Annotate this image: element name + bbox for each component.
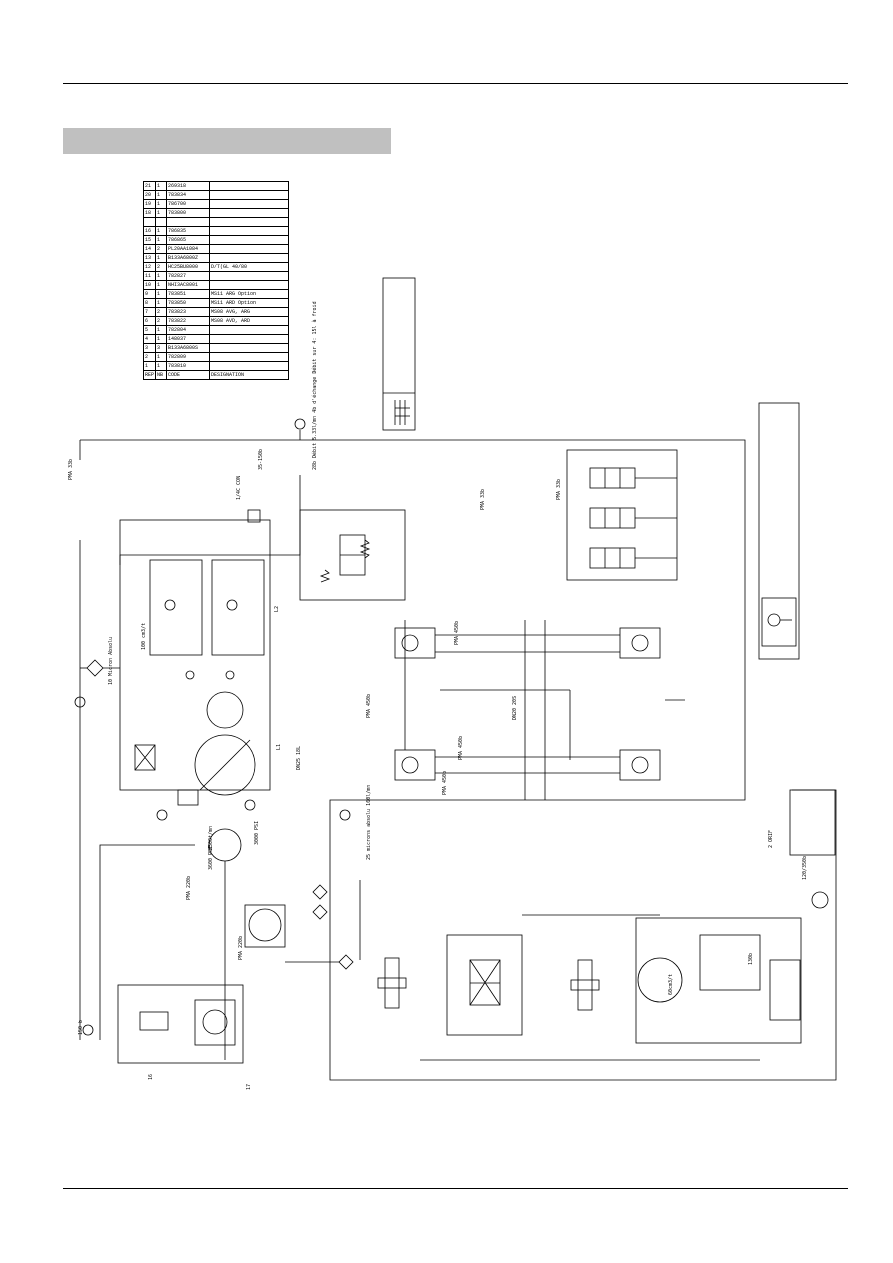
label-pma220b: PMA 220b (238, 936, 244, 960)
label-rpm: 2500t/mn (208, 826, 214, 850)
label-dn: DN20 20S (512, 696, 518, 720)
label-filter: 10 Micron Absolu (108, 637, 114, 685)
charge-pump-assembly (82, 828, 286, 1064)
label-pma33b: PMA 33b (556, 479, 562, 500)
label-item: 150 b (78, 1020, 84, 1035)
label-pma450b: PMA 450b (458, 736, 464, 760)
label-pressure: 3000 PSI (254, 821, 260, 845)
label-item: 2 ORIF (768, 830, 774, 848)
filters-center (285, 880, 361, 970)
wheel-motors (394, 620, 685, 800)
label-filter-25: 25 microns absolu 160l/mn (366, 785, 372, 860)
label-m-top-value: 35-150b (258, 449, 264, 470)
label-item: 120/350b (802, 856, 808, 880)
label-pma33b: PMA 33b (480, 489, 486, 510)
legend-box (382, 277, 416, 431)
label-capacity: 100 cm3/t (141, 623, 147, 650)
label-l1: L1 (276, 744, 282, 750)
footer-rule (63, 1188, 848, 1189)
section-title-band (63, 128, 391, 154)
right-side-block (758, 402, 800, 660)
label-m-top: 1/4C CON (236, 476, 242, 500)
label-pma450b: PMA 450b (366, 694, 372, 718)
header-cell: REP (142, 370, 157, 380)
pump-enclosure (119, 519, 271, 806)
pressure-gauges (156, 799, 351, 821)
valve-block-top (247, 509, 406, 601)
label-pressure: 3600 PSI (208, 846, 214, 870)
steering-section (377, 789, 836, 1061)
parts-table-header-row: REP NB CODE DESIGNATION (142, 370, 289, 380)
label-gauge-top: 28b Débit 5.33l/mn 4b d'échange Débit su… (311, 301, 318, 470)
label-item: 17 (246, 1084, 252, 1090)
label-pma450b: PMA 450b (454, 621, 460, 645)
label-item: 16 (148, 1074, 154, 1080)
header-cell: DESIGNATION (209, 370, 289, 380)
label-l2: L2 (274, 606, 280, 612)
label-dn2: DN25 18L (296, 746, 302, 770)
header-cell: CODE (166, 370, 211, 380)
filter-left (74, 659, 120, 708)
label-item: 130b (748, 953, 754, 965)
header-rule (63, 83, 848, 84)
label-item: 60cm3/t (668, 974, 674, 995)
label-pma220b: PMA 220b (186, 876, 192, 900)
label-pma450b: PMA 450b (442, 771, 448, 795)
directional-valve-bank (566, 449, 678, 581)
label-pma33b: PMA 33b (68, 459, 74, 480)
